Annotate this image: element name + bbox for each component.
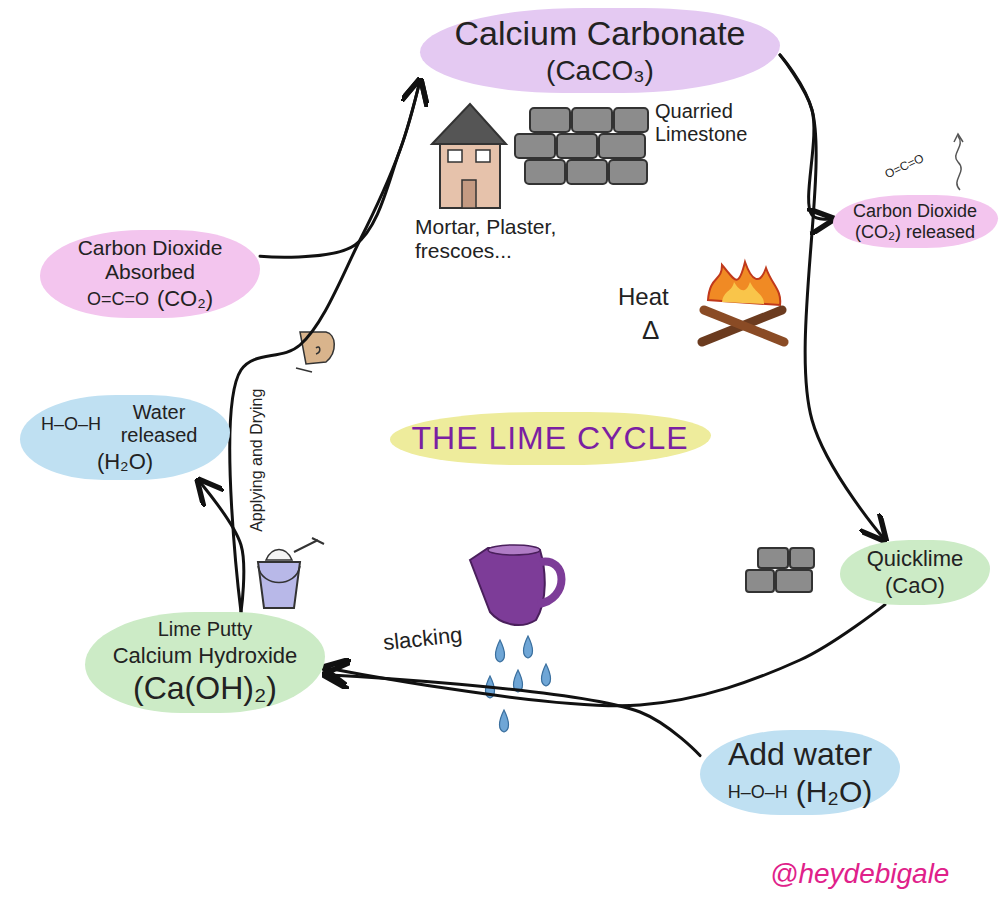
house-icon-part: [448, 150, 462, 162]
node-heading: Add water: [712, 736, 888, 773]
node-text: (H₂O): [32, 449, 218, 474]
limestone-blocks-part: [515, 134, 555, 158]
molecule-label: O=C=O: [883, 152, 926, 182]
house-icon: [432, 104, 506, 208]
water-drops-part: [542, 664, 551, 686]
highlight-patch: Quicklime(CaO): [840, 540, 990, 605]
trowel-icon-part: [316, 347, 320, 354]
quicklime-blocks-part: [758, 548, 788, 568]
node-heading: Lime Putty: [97, 618, 313, 641]
highlight-patch: Carbon Dioxide AbsorbedO=C=O (CO₂): [40, 230, 260, 318]
quicklime-blocks-part: [746, 570, 774, 592]
heat-symbol: Δ: [642, 316, 659, 346]
cycle-arrow: [230, 80, 420, 612]
highlight-patch: Carbon Dioxide (CO₂) released: [833, 195, 998, 248]
node-heading: Water released: [109, 401, 209, 447]
limestone-blocks-part: [614, 108, 648, 132]
limestone-blocks-part: [572, 108, 612, 132]
highlight-patch: Add waterH–O–H (H₂O): [700, 730, 900, 815]
rising-squiggle-part: [954, 134, 963, 142]
node-heading: Quicklime: [852, 546, 978, 571]
water-drops-part: [496, 640, 505, 662]
limestone-blocks: [515, 108, 648, 184]
highlight-patch: Lime PuttyCalcium Hydroxide(Ca(OH)₂): [85, 612, 325, 713]
node-text: (Ca(OH)₂): [97, 670, 313, 707]
fire-icon-part: [708, 262, 780, 305]
limestone-blocks-part: [567, 160, 607, 184]
limestone-blocks-part: [525, 160, 565, 184]
node-heading: Carbon Dioxide Absorbed: [70, 236, 230, 284]
rising-squiggle-part: [956, 136, 961, 190]
highlight-patch: Calcium Carbonate(CaCO₃): [420, 8, 780, 93]
node-text: H–O–H: [41, 414, 101, 435]
house-icon-part: [440, 140, 500, 208]
quicklime-blocks-part: [790, 548, 814, 568]
fire-icon-part: [722, 282, 764, 304]
water-drops-part: [500, 710, 509, 732]
house-icon-part: [462, 180, 476, 208]
trowel-icon: [296, 332, 334, 372]
house-icon-part: [432, 104, 506, 144]
use-label: Mortar, Plaster, frescoes...: [415, 215, 560, 263]
putty-bucket-part: [258, 566, 300, 583]
cycle-arrow: [199, 480, 244, 612]
cycle-arrow: [325, 675, 700, 756]
step-label: Heat: [618, 283, 669, 311]
node-heading: Calcium Carbonate: [432, 14, 768, 53]
trowel-icon-part: [296, 368, 312, 372]
quicklime-blocks: [746, 548, 814, 592]
limestone-blocks-part: [557, 134, 597, 158]
putty-bucket-part: [266, 550, 292, 561]
quicklime-blocks-part: [776, 570, 812, 592]
limestone-blocks-part: [599, 134, 645, 158]
edge-label: slacking: [379, 622, 467, 656]
title-banner: THE LIME CYCLE: [390, 412, 711, 465]
water-pitcher-part: [538, 561, 562, 604]
cycle-arrow: [780, 55, 833, 219]
rising-squiggle: [954, 134, 963, 190]
house-icon-part: [476, 150, 490, 162]
highlight-patch: Water released H–O–H (H₂O): [20, 395, 230, 480]
limestone-blocks-part: [609, 160, 647, 184]
node-text: (CaO): [852, 573, 978, 598]
part-label: Quarried Limestone: [655, 100, 770, 146]
water-pitcher-part: [488, 545, 540, 555]
water-drops-part: [524, 636, 533, 658]
node-text: (H₂O): [796, 775, 873, 810]
water-drops: [486, 636, 551, 732]
water-pitcher-part: [470, 548, 545, 626]
cycle-arrow: [325, 605, 885, 706]
fire-icon-part: [704, 310, 784, 342]
cycle-arrow: [780, 55, 885, 540]
node-text: H–O–H: [728, 782, 788, 803]
water-pitcher: [470, 545, 562, 625]
edge-label: Applying and Drying: [248, 386, 266, 535]
cycle-arrow: [260, 80, 420, 257]
node-text: (CaCO₃): [432, 55, 768, 87]
node-text: O=C=O: [87, 289, 149, 310]
putty-bucket: [258, 538, 324, 608]
signature: @heydebigale: [770, 858, 949, 890]
putty-bucket-part: [294, 538, 324, 552]
putty-bucket-part: [258, 562, 300, 608]
node-heading: Carbon Dioxide (CO₂) released: [845, 201, 986, 242]
node-text: Calcium Hydroxide: [97, 643, 313, 668]
trowel-icon-part: [300, 332, 334, 364]
node-text: (CO₂): [157, 286, 213, 311]
limestone-blocks-part: [530, 108, 570, 132]
fire-icon: [702, 262, 784, 342]
